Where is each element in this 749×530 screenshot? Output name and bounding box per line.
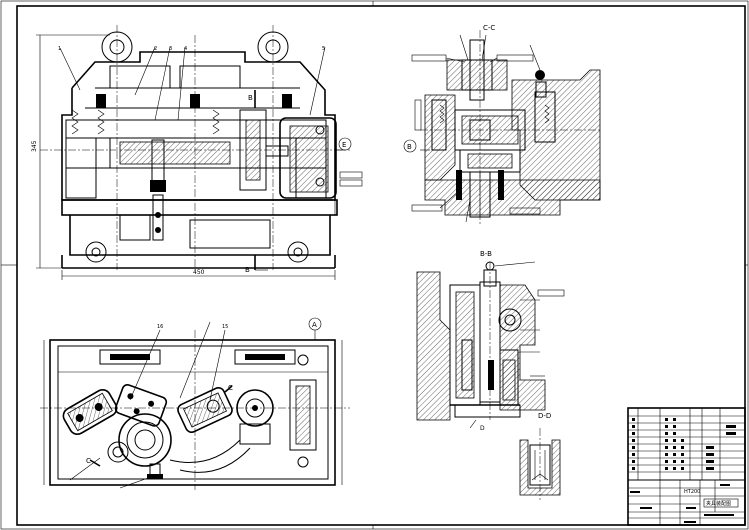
section-b-top-letter: B (248, 94, 253, 102)
front-view (36, 25, 363, 280)
parts-list (628, 408, 745, 481)
section-c-c (403, 30, 601, 225)
front-view-labels: 345 450 B B E 1 2 3 4 5 (31, 46, 346, 276)
title-block (627, 407, 746, 526)
balloon-3: 3 (169, 46, 172, 52)
balloon-1: 1 (58, 46, 61, 52)
datum-e-label: E (342, 141, 346, 149)
balloon-5: 5 (322, 46, 325, 52)
plan-view-labels: A C C 16 15 (86, 321, 317, 465)
spring-group (71, 109, 220, 135)
title-block-labels: HT200 夹具装配图 (684, 489, 731, 507)
height-dimension: 345 (31, 140, 38, 152)
datum-a-label: A (312, 321, 317, 329)
drawing-name-text: 夹具装配图 (706, 500, 731, 507)
balloon-16: 16 (157, 324, 163, 330)
section-c-c-title: C-C (483, 24, 495, 32)
section-d-d-title: D-D (538, 412, 551, 420)
view-d-letter: D (480, 425, 485, 432)
section-c-left-letter: C (86, 457, 91, 465)
section-d-d (519, 428, 561, 500)
width-dimension: 450 (193, 269, 205, 276)
datum-b-label: B (407, 143, 412, 151)
balloon-4: 4 (184, 46, 187, 52)
section-b-b-title: B-B (480, 250, 492, 258)
section-c-c-labels: C-C B (407, 24, 495, 151)
balloon-2: 2 (154, 46, 157, 52)
material-text: HT200 (684, 489, 700, 495)
plan-view (40, 317, 350, 490)
section-d-d-labels: D-D (538, 412, 551, 420)
balloon-15: 15 (222, 324, 228, 330)
section-b-bottom-letter: B (245, 266, 250, 274)
section-b-b-labels: B-B D (480, 250, 492, 432)
section-b-b (416, 261, 565, 429)
section-c-right-letter: C (228, 384, 233, 392)
